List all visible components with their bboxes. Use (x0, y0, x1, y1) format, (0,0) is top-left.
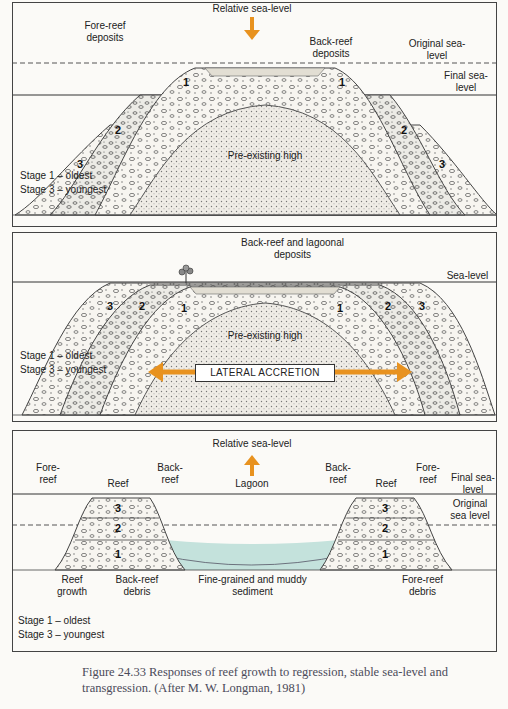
annotation-label: Pre-existing high (215, 150, 315, 162)
callout-number: 2 (112, 124, 124, 136)
annotation-label: Relative sea-level (192, 3, 312, 15)
stage-boundary (338, 540, 435, 541)
section-panel: Relative sea-levelFore-reefReefBack-reef… (12, 430, 497, 652)
sea-level-arrow-head (244, 455, 260, 465)
boxed-label: LATERAL ACCRETION (195, 364, 335, 382)
annotation-label: Lagoon (222, 478, 282, 490)
annotation-label: Stage 1 – oldest (18, 615, 138, 627)
pre-existing-high (135, 303, 395, 415)
stage-boundary (83, 518, 159, 519)
regression-section (12, 17, 497, 215)
callout-number: 1 (336, 76, 348, 88)
callout-number: 2 (112, 522, 124, 534)
callout-number: 1 (379, 548, 391, 560)
accretion-arrow-head (397, 362, 412, 382)
section-panel: Relative sea-levelFore-reef depositsBack… (12, 2, 497, 227)
annotation-label: Fine-grained and muddy sediment (195, 574, 310, 598)
annotation-label: Original sea level (444, 498, 496, 522)
sea-level-arrow-head (244, 30, 260, 40)
callout-number: 3 (436, 158, 448, 170)
annotation-label: Back-reef deposits (296, 36, 366, 60)
annotation-label: Sea-level (440, 270, 495, 282)
stage-2-reef (60, 285, 460, 415)
annotation-label: Fore-reef deposits (70, 20, 140, 44)
final-sea-level-line (12, 494, 497, 495)
muddy-sediment-line (160, 555, 345, 565)
annotation-label: Relative sea-level (192, 438, 312, 450)
base-line (12, 570, 497, 571)
callout-number: 1 (112, 548, 124, 560)
annotation-label: Fore-reef (408, 462, 448, 486)
stage-1-reef (100, 287, 425, 415)
right-reef (320, 498, 452, 570)
callout-number: 2 (382, 300, 394, 312)
annotation-label: Reef (366, 478, 406, 490)
annotation-label: Back-reef (150, 462, 190, 486)
back-reef-deposit (205, 68, 325, 76)
lagoon-fill (165, 540, 340, 570)
stage-boundary (347, 518, 424, 519)
annotation-label: Back-reef (318, 462, 358, 486)
callout-number: 3 (112, 502, 124, 514)
annotation-label: Final sea-level (450, 472, 496, 496)
stage-1-reef (95, 68, 430, 215)
callout-number: 1 (180, 76, 192, 88)
annotation-label: Fore-reef (28, 462, 68, 486)
annotation-label: Stage 3 – youngest (20, 364, 140, 376)
annotation-label: Stage 3 – youngest (18, 629, 138, 641)
annotation-label: Stage 3 – youngest (20, 184, 140, 196)
base-line (12, 215, 497, 216)
pre-existing-high (130, 105, 400, 215)
annotation-label: Back-reef debris (110, 574, 164, 598)
callout-number: 2 (379, 522, 391, 534)
reef-organism (179, 265, 193, 283)
sea-level-line (12, 282, 497, 283)
annotation-label: Stage 1 – oldest (20, 170, 140, 182)
accretion-arrow-head (148, 362, 163, 382)
annotation-label: Back-reef and lagoonal deposits (225, 237, 360, 261)
annotation-label: Stage 1 – oldest (20, 350, 140, 362)
callout-number: 3 (74, 158, 86, 170)
stable-section (12, 265, 497, 415)
transgression-section (12, 455, 497, 570)
stage-boundary (75, 540, 167, 541)
annotation-label: Pre-existing high (215, 330, 315, 342)
figure-caption: Figure 24.33 Responses of reef growth to… (82, 664, 496, 696)
annotation-label: Reef (98, 478, 138, 490)
original-sea-level-line (12, 63, 497, 64)
callout-number: 1 (334, 302, 346, 314)
callout-number: 1 (178, 302, 190, 314)
annotation-label: Final sea-level (440, 70, 492, 94)
sea-level-arrow (250, 17, 254, 31)
left-reef (55, 498, 185, 570)
section-panel: Back-reef and lagoonal depositsSea-level… (12, 232, 497, 422)
annotation-label: Fore-reef debris (395, 574, 450, 598)
lagoonal-deposit (190, 287, 340, 294)
stage-3-reef (22, 283, 495, 415)
callout-number: 3 (379, 502, 391, 514)
callout-number: 3 (416, 300, 428, 312)
annotation-label: Original sea-level (402, 38, 472, 62)
annotation-label: Reef growth (50, 574, 94, 598)
callout-number: 2 (136, 300, 148, 312)
callout-number: 3 (104, 300, 116, 312)
base-line (12, 415, 497, 416)
callout-number: 2 (398, 124, 410, 136)
